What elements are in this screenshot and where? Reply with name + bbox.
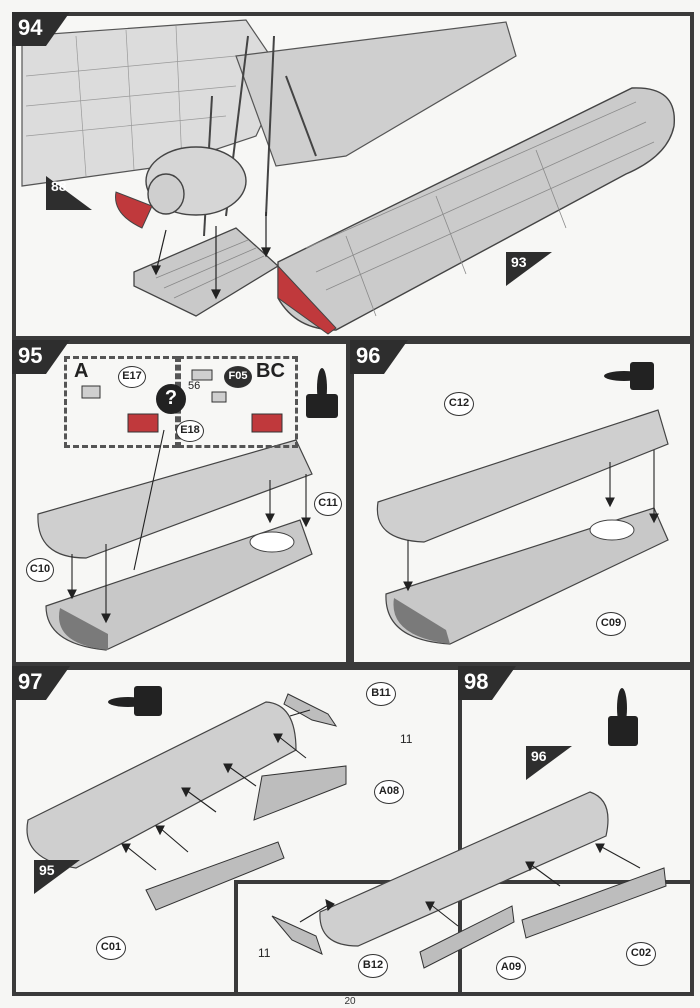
part-c09-callout: C09 <box>596 612 626 636</box>
part-c12-callout: C12 <box>444 392 474 416</box>
step-95-badge: 95 <box>12 340 70 374</box>
part-c01-callout: C01 <box>96 936 126 960</box>
step-96-number: 96 <box>356 343 381 368</box>
part-f05-callout: F05 <box>224 366 252 388</box>
part-c02-callout: C02 <box>626 942 656 966</box>
step-95-number: 95 <box>18 343 43 368</box>
step-94-number: 94 <box>18 15 43 40</box>
part-e18-callout: E18 <box>176 420 204 442</box>
step-94-panel: 94 88 93 <box>12 12 694 340</box>
step-97-illustration <box>26 686 347 911</box>
variant-parts-detail <box>81 369 283 433</box>
step-98-badge: 98 <box>458 666 516 700</box>
step-98-number: 98 <box>464 669 489 694</box>
aircraft-silhouette-icon <box>306 368 338 418</box>
step-95-illustration <box>37 368 338 651</box>
part-a08-callout: A08 <box>374 780 404 804</box>
step-97-badge: 97 <box>12 666 70 700</box>
aircraft-silhouette-icon <box>108 686 162 716</box>
part-b12-callout: B12 <box>358 954 388 978</box>
step-98-ref-96: 96 <box>526 746 572 780</box>
step-96-panel: 96 C12 C09 <box>350 340 694 666</box>
part-56-label: 56 <box>188 380 201 392</box>
step-94-illustration <box>21 19 675 335</box>
variant-bc-label: BC <box>256 360 285 382</box>
step-94-ref-93: 93 <box>506 252 552 286</box>
aircraft-silhouette-icon <box>608 688 638 746</box>
step-94-badge: 94 <box>12 12 70 46</box>
step-97-number: 97 <box>18 669 43 694</box>
step-94-ref-88: 88 <box>46 176 92 210</box>
page-number: 20 <box>344 996 356 1007</box>
step-96-badge: 96 <box>350 340 408 374</box>
info-symbol: ? <box>156 384 186 414</box>
variant-a-label: A <box>74 360 89 382</box>
part-c10-callout: C10 <box>26 558 54 582</box>
part-e17-callout: E17 <box>118 366 146 388</box>
part-11-label-98: 11 <box>258 946 271 960</box>
part-a09-callout: A09 <box>496 956 526 980</box>
part-c11-callout: C11 <box>314 492 342 516</box>
part-b11-callout: B11 <box>366 682 396 706</box>
step-95-panel: 95 A BC E17 F05 56 E18 ? C11 C10 <box>12 340 350 666</box>
aircraft-silhouette-icon <box>604 362 654 390</box>
step-97-ref-95: 95 <box>34 860 80 894</box>
step-96-illustration <box>376 362 669 645</box>
part-11-label: 11 <box>400 732 413 746</box>
